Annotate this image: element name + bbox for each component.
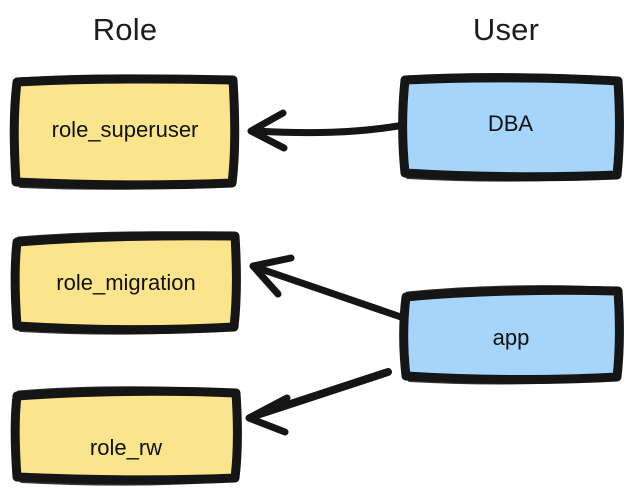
node-role-migration[interactable]: role_migration bbox=[10, 230, 241, 335]
node-dba[interactable]: DBA bbox=[398, 73, 624, 182]
node-shape bbox=[399, 285, 624, 385]
node-shape bbox=[398, 73, 624, 182]
node-role-rw[interactable]: role_rw bbox=[10, 385, 242, 486]
column-header-role: Role bbox=[92, 12, 158, 47]
column-header-user: User bbox=[472, 12, 540, 47]
node-shape bbox=[9, 74, 240, 190]
node-app[interactable]: app bbox=[399, 285, 624, 385]
node-shape bbox=[10, 231, 241, 335]
edge-app-to-role-migration bbox=[249, 254, 405, 321]
edge-dba-to-role-superuser bbox=[247, 109, 402, 152]
node-shape bbox=[10, 386, 242, 486]
edge-app-to-role-rw bbox=[245, 368, 392, 436]
node-role-superuser[interactable]: role_superuser bbox=[9, 73, 240, 190]
